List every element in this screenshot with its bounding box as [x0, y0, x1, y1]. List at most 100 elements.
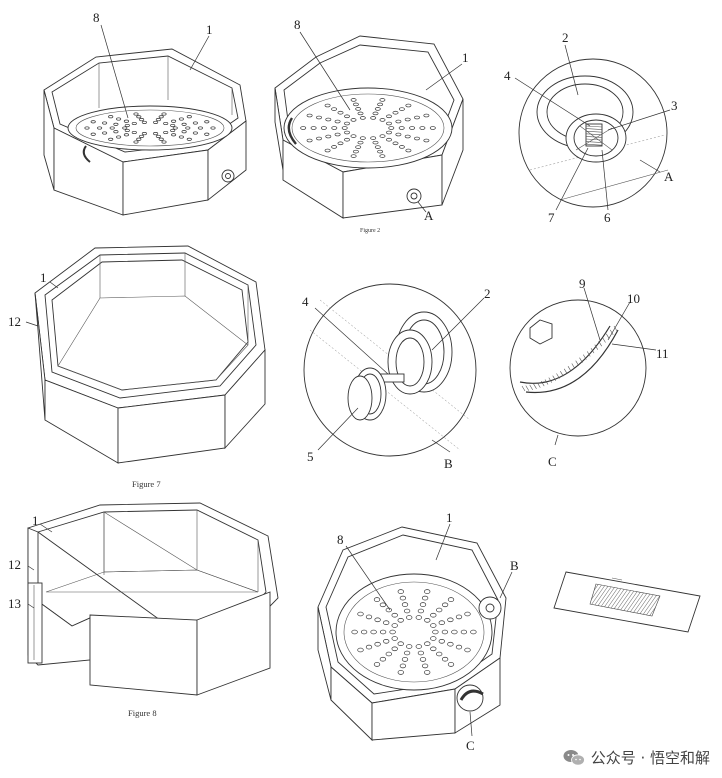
detC-label-11: 11 [656, 346, 669, 361]
detB-label-B: B [444, 456, 453, 471]
tray-hole [141, 132, 147, 136]
tray-hole [185, 126, 191, 130]
tray-hole [455, 644, 463, 650]
tray-hole [158, 115, 164, 119]
tray-hole [351, 629, 358, 635]
fig9-label-8: 8 [337, 532, 344, 547]
tray-hole [447, 641, 454, 647]
spring-coil-line [585, 136, 603, 138]
rack-tooth [594, 344, 599, 350]
tray-hole [355, 107, 362, 111]
tray-hole [414, 115, 420, 120]
tray-hole [341, 126, 348, 130]
tray-hole [372, 140, 379, 145]
tray-hole [395, 119, 402, 124]
rack-tooth [552, 375, 556, 381]
rack-tooth [540, 380, 545, 387]
fig2-label-A: A [424, 208, 434, 223]
tray-hole [414, 136, 420, 141]
tray-hole [139, 118, 145, 122]
tray-hole [398, 126, 405, 130]
tray-hole [171, 133, 177, 137]
figure-7-box: 1 12 Figure 7 [8, 245, 266, 489]
tray-hole [116, 117, 122, 121]
rack-tooth [529, 384, 533, 391]
tray-hole [399, 595, 407, 601]
tray-hole [344, 130, 350, 135]
tray-hole [108, 115, 114, 119]
tray-hole [409, 126, 416, 130]
tray-hole [392, 110, 399, 115]
tray-hole [153, 132, 159, 136]
tray-hole [430, 623, 437, 628]
tray-hole [124, 128, 130, 133]
rack-tooth [533, 383, 537, 389]
tray-hole [360, 629, 368, 635]
watermark: 公众号 · 悟空和解 [563, 747, 710, 768]
rack-tooth [609, 329, 614, 336]
tray-hole [131, 121, 137, 126]
tray-hole [97, 126, 103, 130]
tray-hole [432, 629, 439, 635]
tray-hole [424, 589, 431, 594]
tray-hole [377, 102, 384, 107]
rack-tooth [560, 371, 564, 377]
tray-hole [419, 126, 426, 130]
tray-hole [181, 130, 187, 134]
tray-hole [404, 117, 411, 122]
tray-hole [192, 131, 198, 135]
tray-hole [210, 126, 216, 130]
tray-hole [113, 130, 119, 134]
tray-hole [379, 629, 387, 635]
tray-hole [441, 602, 449, 608]
tray-hole [391, 612, 398, 618]
tray-hole [325, 117, 332, 122]
tray-hole [379, 154, 386, 158]
detC-label-9: 9 [579, 276, 586, 291]
tray-hole [359, 116, 366, 120]
tray-hole [447, 662, 455, 667]
tray-hole [163, 130, 169, 135]
tray-hole [470, 629, 477, 635]
tray-hole [171, 119, 177, 123]
tray-hole [365, 644, 373, 650]
tray-hole [391, 623, 398, 628]
tray-hole [403, 650, 411, 656]
rack-tooth [556, 373, 560, 379]
tray-hole [344, 114, 350, 119]
tray-hole [155, 134, 161, 138]
tray-hole [441, 656, 449, 662]
fig1-label-1: 1 [206, 22, 213, 37]
tray-hole [352, 102, 359, 107]
tray-hole [357, 140, 364, 145]
spring-coil-line [585, 133, 603, 136]
tray-hole [163, 121, 169, 126]
tray-hole [181, 122, 187, 126]
spring-coil-line [585, 143, 603, 146]
fig7-label-12: 12 [8, 314, 21, 329]
tray-hole [161, 112, 167, 116]
rack-tooth [548, 377, 553, 383]
tray-hole [377, 149, 384, 154]
tray-hole [421, 595, 429, 601]
tray-hole [406, 615, 413, 620]
tray-hole [204, 132, 210, 136]
tray-hole [158, 137, 164, 141]
fig9-label-C: C [466, 738, 475, 753]
tray-hole [186, 115, 192, 119]
fig8-label-12: 12 [8, 557, 21, 572]
detC-label-C: C [548, 454, 557, 469]
tray-hole [397, 589, 404, 594]
tray-hole [344, 137, 350, 142]
tray-hole [423, 138, 430, 143]
rack-tooth [567, 366, 572, 372]
tray-hole [334, 132, 341, 137]
rack-tooth [583, 354, 587, 360]
tray-hole [355, 145, 362, 149]
detail-C: 9 10 11 C [509, 276, 669, 469]
rack-tooth [590, 347, 595, 354]
tray-hole [399, 663, 407, 669]
tray-hole [172, 126, 178, 130]
fig1-label-8: 8 [93, 10, 100, 25]
